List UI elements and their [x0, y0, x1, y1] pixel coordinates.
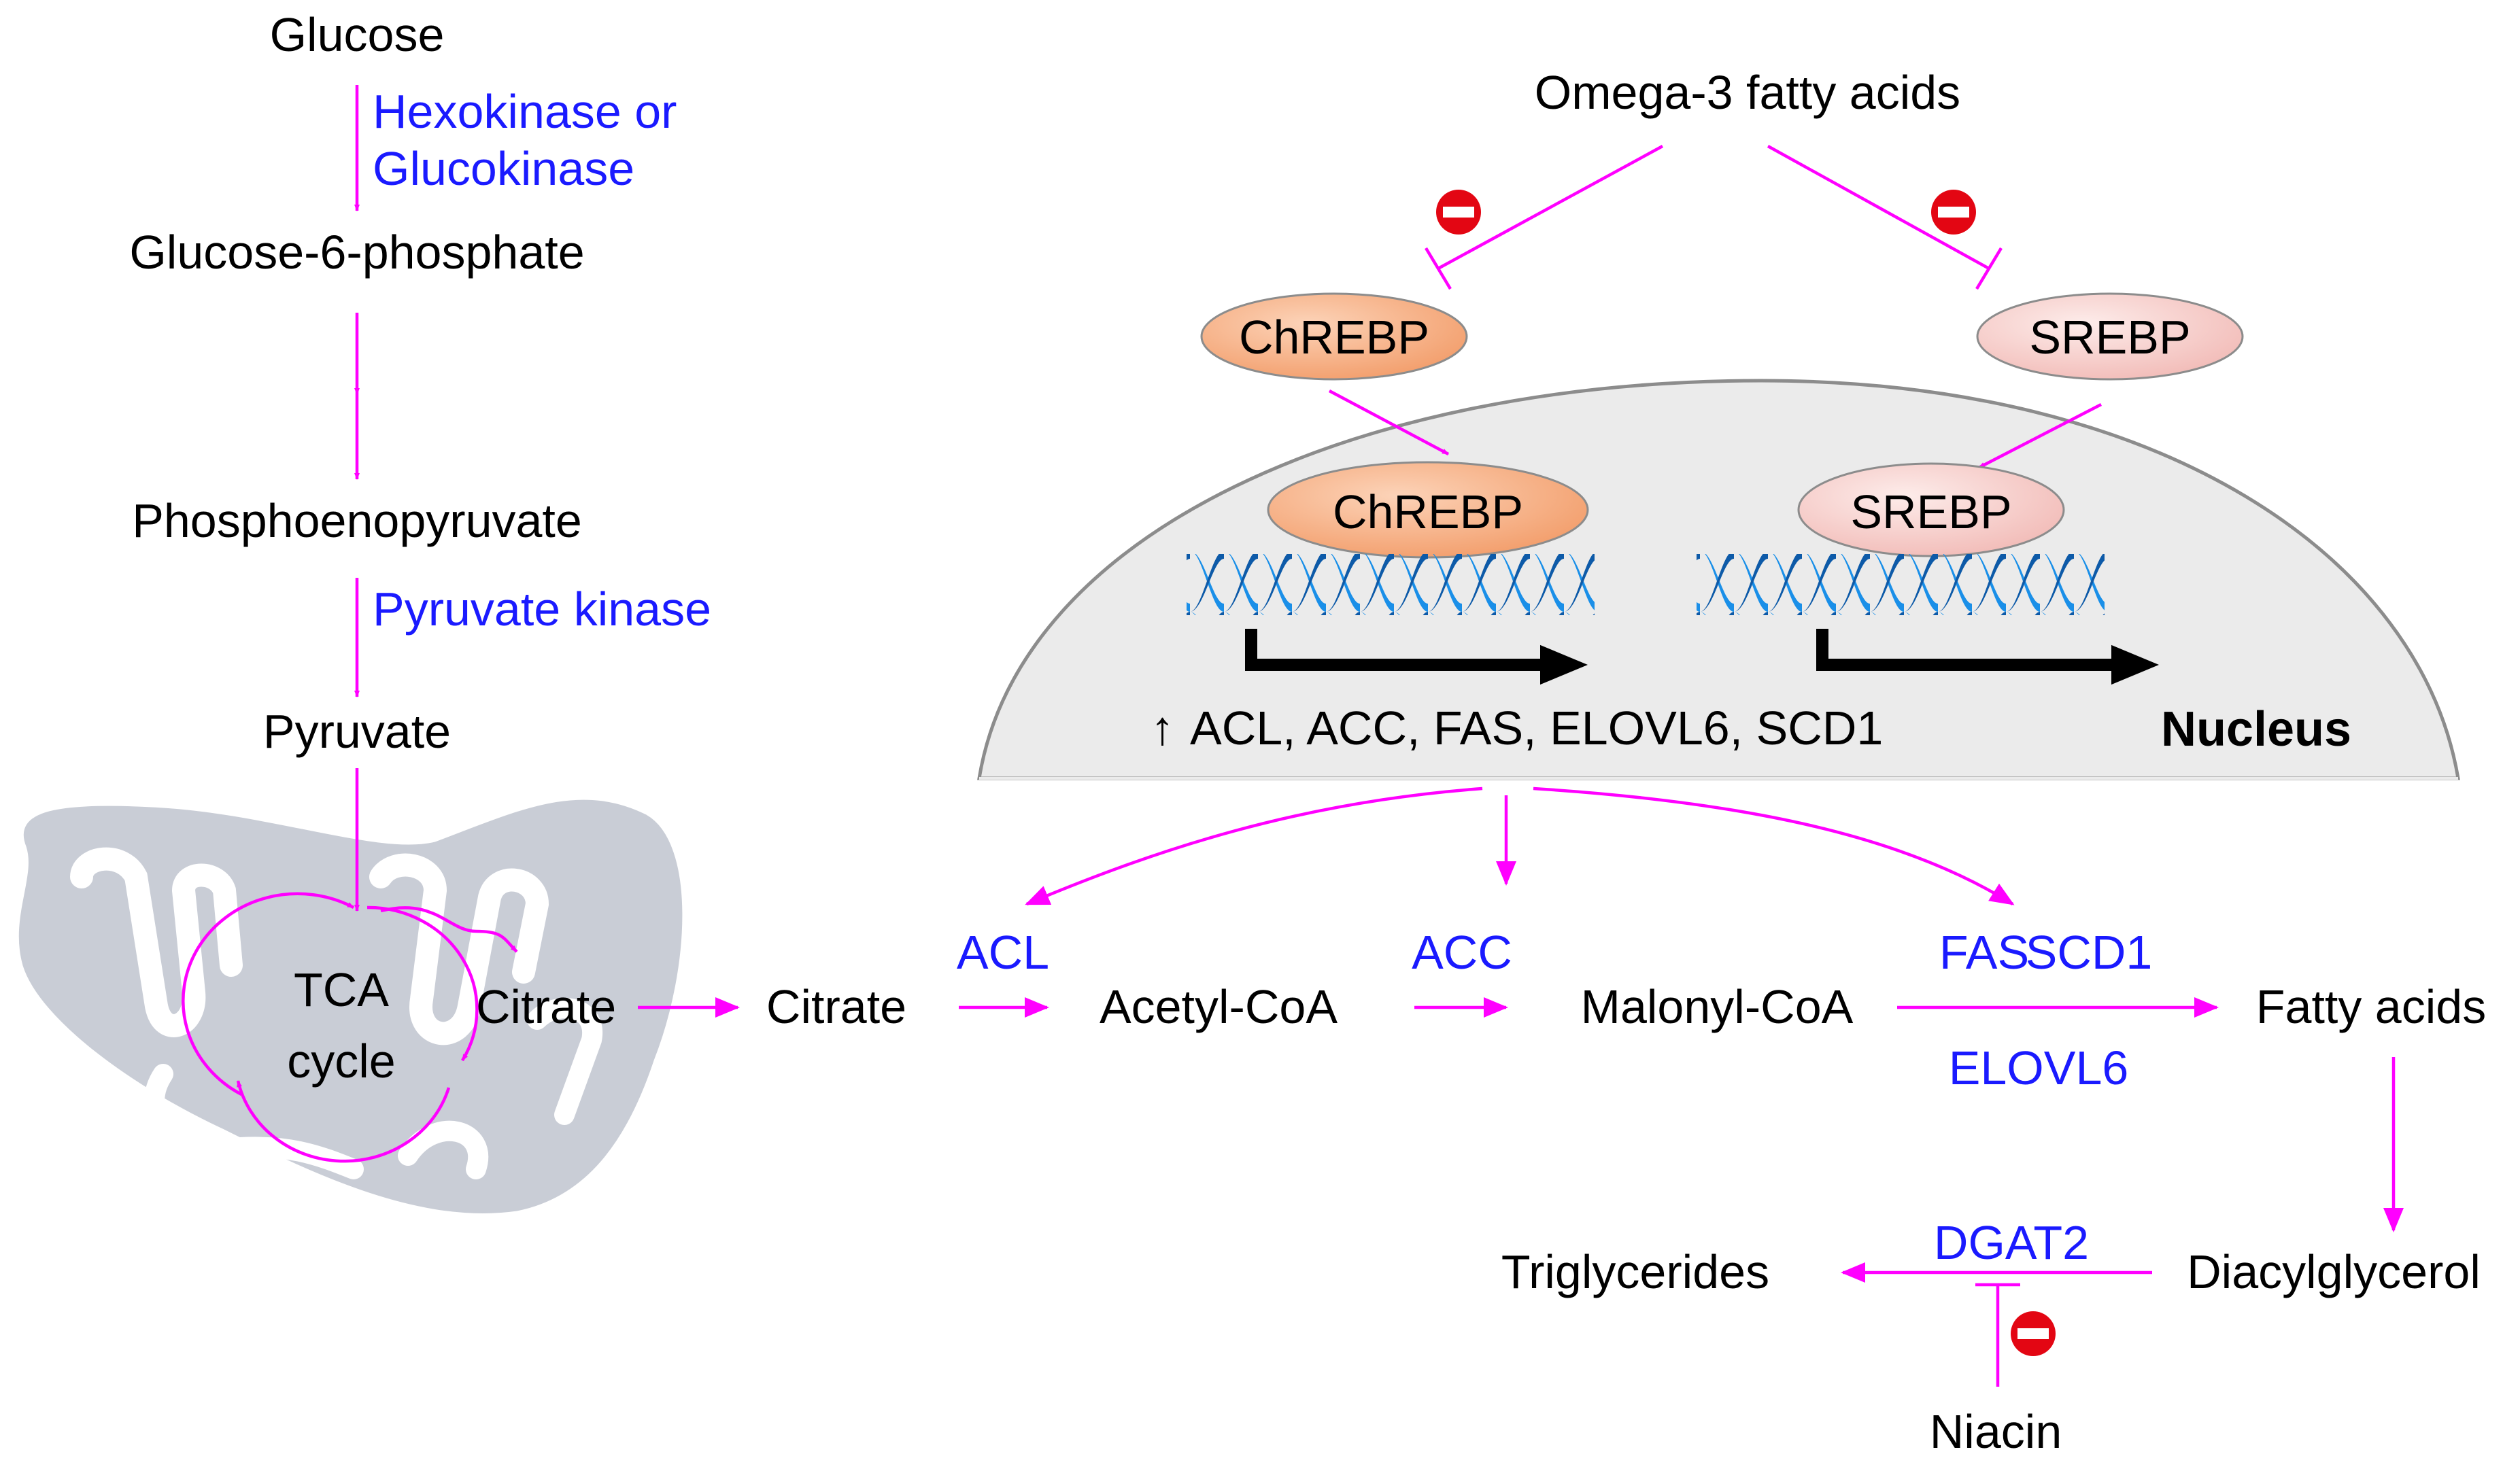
citrate-cytoplasm-label: Citrate — [766, 980, 906, 1033]
acl-label: ACL — [957, 926, 1049, 979]
dna-helix-chrebp — [1187, 554, 1595, 615]
inhibition-icon-niacin — [2011, 1311, 2056, 1356]
acc-label: ACC — [1412, 926, 1512, 979]
arrow-chrebp-translocation — [1328, 390, 1450, 455]
arrow-to-fas — [1533, 786, 2015, 905]
pyruvate-kinase-label: Pyruvate kinase — [373, 583, 711, 636]
inhibition-icon-srebp — [1931, 190, 1976, 235]
nucleus-label: Nucleus — [2161, 702, 2351, 757]
fas-label: FAS — [1939, 926, 2029, 979]
fatty-acids-label: Fatty acids — [2256, 980, 2486, 1033]
target-genes-label: ACL, ACC, FAS, ELOVL6, SCD1 — [1190, 702, 1883, 755]
pyruvate-label: Pyruvate — [263, 705, 451, 758]
inhibition-omega3-srebp — [1767, 145, 2003, 290]
tca-label-line2: cycle — [287, 1035, 395, 1088]
dgat2-label: DGAT2 — [1934, 1216, 2089, 1269]
chrebp-cytoplasm — [1200, 292, 1468, 381]
diacylglycerol-label: Diacylglycerol — [2187, 1245, 2481, 1298]
up-arrow-symbol: ↑ — [1151, 702, 1174, 755]
glucose-label: Glucose — [270, 8, 445, 61]
scd1-label: SCD1 — [2026, 926, 2153, 979]
transcription-arrow-srebp — [1816, 629, 2159, 685]
arrow-to-acl — [1025, 786, 1483, 906]
triglycerides-label: Triglycerides — [1501, 1245, 1769, 1298]
pep-label: Phosphoenopyruvate — [132, 494, 582, 547]
transcription-arrow-chrebp — [1245, 629, 1588, 685]
tca-cycle-arrows — [182, 892, 518, 1163]
srebp-cytoplasm — [1976, 292, 2244, 381]
arrow-srebp-translocation — [1977, 403, 2102, 469]
inhibition-omega3-chrebp — [1425, 145, 1664, 290]
elovl6-label: ELOVL6 — [1949, 1041, 2129, 1094]
malonyl-coa-label: Malonyl-CoA — [1581, 980, 1854, 1033]
srebp-nucleus-label: SREBP — [1850, 485, 2011, 538]
citrate-mito-label: Citrate — [476, 980, 616, 1033]
chrebp-nucleus-label: ChREBP — [1333, 485, 1523, 538]
inhibition-icon-chrebp — [1436, 190, 1481, 235]
tca-label-line1: TCA — [294, 963, 389, 1016]
mitochondrion — [18, 799, 683, 1213]
srebp-cytoplasm-label: SREBP — [2029, 311, 2190, 364]
dna-helix-srebp — [1697, 554, 2105, 615]
acetyl-coa-label: Acetyl-CoA — [1100, 980, 1338, 1033]
inhibition-niacin-dgat2 — [1975, 1283, 2020, 1387]
omega3-label: Omega-3 fatty acids — [1535, 66, 1960, 119]
chrebp-cytoplasm-label: ChREBP — [1239, 311, 1429, 364]
hexokinase-label: Hexokinase or — [373, 85, 677, 138]
niacin-label: Niacin — [1930, 1405, 2062, 1458]
g6p-label: Glucose-6-phosphate — [129, 226, 584, 279]
glucokinase-label: Glucokinase — [373, 142, 634, 195]
